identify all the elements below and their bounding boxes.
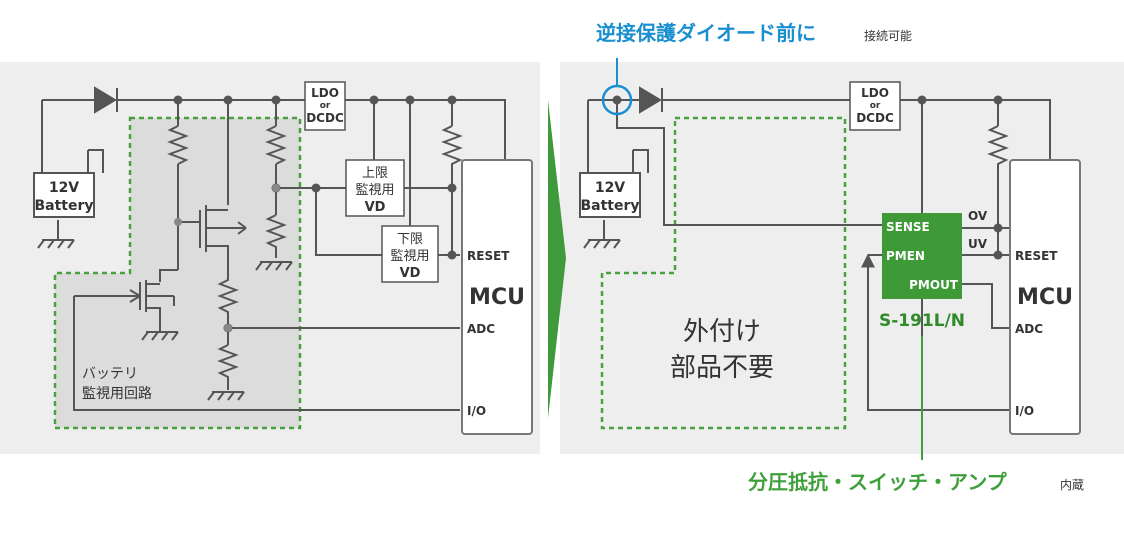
mcu-title-right: MCU bbox=[1017, 285, 1073, 310]
ldo-right-line3: DCDC bbox=[856, 111, 894, 125]
mcu-title-left: MCU bbox=[469, 285, 525, 310]
vd-upper-line1: 上限 bbox=[362, 166, 388, 181]
left-circuit bbox=[37, 86, 506, 430]
battery-icon bbox=[579, 172, 641, 218]
ldo-right-line1: LDO bbox=[861, 86, 889, 100]
ldo-box-left bbox=[304, 81, 346, 131]
battery-label-voltage: 12V bbox=[49, 180, 79, 196]
resistor-icon bbox=[265, 214, 287, 258]
no-parts-dashed-area bbox=[600, 116, 847, 430]
mcu-pin-reset-left: RESET bbox=[467, 249, 510, 263]
mosfet-icon bbox=[199, 205, 229, 262]
resistor-icon bbox=[167, 125, 189, 165]
ldo-label-line3: DCDC bbox=[306, 111, 344, 125]
resistor-icon bbox=[217, 262, 239, 345]
battery-monitor-area bbox=[53, 116, 302, 430]
ldo-right-line2: or bbox=[870, 101, 881, 111]
vd-lower-box bbox=[381, 225, 439, 283]
no-parts-line2: 部品不要 bbox=[670, 353, 774, 383]
ground-icon bbox=[255, 261, 293, 271]
ground-icon bbox=[583, 239, 621, 249]
callout-bottom-small: 内蔵 bbox=[1060, 478, 1084, 492]
uv-label: UV bbox=[968, 237, 988, 251]
vd-upper-line2: 監視用 bbox=[355, 182, 394, 198]
battery-label-name-right: Battery bbox=[580, 198, 639, 214]
mcu-pin-reset-right: RESET bbox=[1015, 249, 1058, 263]
ldo-label-line2: or bbox=[320, 101, 331, 111]
s191-chip bbox=[882, 213, 962, 299]
ground-icon bbox=[37, 239, 75, 249]
mcu-pin-adc-left: ADC bbox=[467, 322, 495, 336]
diode-icon bbox=[639, 86, 662, 114]
ov-label: OV bbox=[968, 209, 988, 223]
vd-upper-box bbox=[345, 159, 405, 217]
ldo-label-line1: LDO bbox=[311, 86, 339, 100]
right-junction-dots bbox=[917, 95, 1003, 260]
battery-icon bbox=[33, 172, 95, 218]
ldo-box-right bbox=[849, 81, 901, 131]
monitor-label-line2: 監視用回路 bbox=[82, 385, 152, 402]
resistor-icon bbox=[441, 125, 463, 255]
battery-label-name: Battery bbox=[34, 198, 93, 214]
vd-lower-line3: VD bbox=[400, 266, 421, 281]
mcu-pin-io-left: I/O bbox=[467, 404, 486, 418]
chevron-right-arrow-icon bbox=[548, 100, 566, 418]
vd-upper-line3: VD bbox=[365, 200, 386, 215]
callout-top-small: 接続可能 bbox=[864, 28, 912, 43]
resistor-icon bbox=[265, 125, 287, 165]
vd-lower-line2: 監視用 bbox=[390, 248, 429, 264]
mcu-pin-adc-right: ADC bbox=[1015, 322, 1043, 336]
ground-icon bbox=[207, 391, 245, 401]
resistor-icon bbox=[987, 125, 1009, 255]
ground-icon bbox=[141, 331, 179, 341]
mcu-pin-io-right: I/O bbox=[1015, 404, 1034, 418]
mcu-box-left bbox=[461, 159, 533, 435]
resistor-icon bbox=[217, 344, 239, 390]
monitor-label-line1: バッテリ bbox=[82, 366, 138, 382]
no-parts-line1: 外付け bbox=[683, 317, 761, 347]
chip-pin-pmen: PMEN bbox=[886, 249, 925, 263]
chip-name: S-191L/N bbox=[879, 311, 965, 331]
vd-lower-line1: 下限 bbox=[397, 232, 423, 247]
callout-bottom-main: 分圧抵抗・スイッチ・アンプ bbox=[748, 470, 1008, 494]
battery-label-voltage-right: 12V bbox=[595, 180, 625, 196]
callout-top-main: 逆接保護ダイオード前に bbox=[596, 21, 816, 45]
diode-icon bbox=[94, 86, 117, 114]
chip-pin-sense: SENSE bbox=[886, 220, 930, 234]
chip-pin-pmout: PMOUT bbox=[909, 278, 959, 292]
mcu-box-right bbox=[1009, 159, 1081, 435]
